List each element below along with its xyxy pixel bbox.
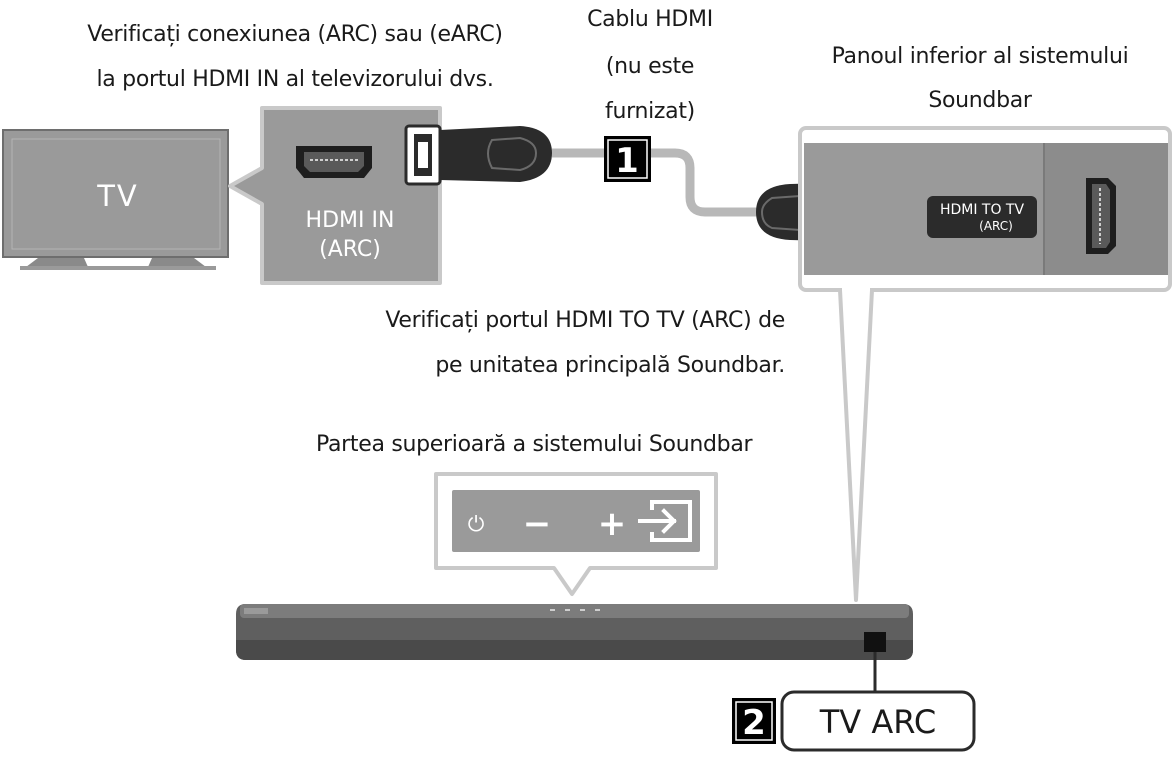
soundbar-top-buttons <box>550 609 600 611</box>
power-icon: ⏻ <box>468 512 485 536</box>
tv-arc-callout: TV ARC 2 <box>732 652 976 752</box>
bottom-panel-pointer <box>838 289 874 602</box>
tv-illustration: TV <box>2 129 229 270</box>
soundbar-illustration <box>236 604 913 660</box>
tv-check-caption-line1: Verificați conexiunea (ARC) sau (eARC) <box>87 22 503 47</box>
source-input-icon <box>638 500 692 542</box>
soundbar-display-window <box>864 632 886 652</box>
top-panel-caption: Partea superioară a sistemului Soundbar <box>316 432 753 457</box>
hdmi-to-tv-label-line1: HDMI TO TV <box>940 202 1025 218</box>
soundbar-port-caption-line1: Verificați portul HDMI TO TV (ARC) de <box>385 308 785 333</box>
tv-screen-bezel <box>11 138 221 250</box>
tv-label: TV <box>96 179 139 213</box>
tv-check-caption-line2: la portul HDMI IN al televizorului dvs. <box>96 67 494 92</box>
tv-port-callout: HDMI IN (ARC) <box>228 106 442 285</box>
bottom-panel-caption: Panoul inferior al sistemului Soundbar <box>800 40 1160 117</box>
soundbar-port-caption: Verificați portul HDMI TO TV (ARC) de pe… <box>300 304 785 382</box>
step-1-number: 1 <box>615 141 639 181</box>
soundbar-port-caption-line2: pe unitatea principală Soundbar. <box>435 353 785 378</box>
plus-icon: + <box>598 504 627 544</box>
hdmi-to-tv-label-line2: (ARC) <box>979 219 1013 233</box>
tv-stand-base <box>20 266 216 270</box>
step-1-badge: 1 <box>604 136 651 182</box>
hdmi-plug-left-icon <box>404 124 552 186</box>
bottom-panel-caption-line2: Soundbar <box>928 88 1032 113</box>
tv-stand-right <box>148 258 206 267</box>
cable-wire <box>552 148 760 217</box>
hdmi-in-label-line1: HDMI IN <box>306 208 395 233</box>
step-2-badge <box>732 698 776 744</box>
soundbar-top-edge <box>240 604 909 618</box>
soundbar-top-panel-callout: ⏻ − + <box>434 472 718 596</box>
bottom-panel-caption-line1: Panoul inferior al sistemului <box>831 44 1129 69</box>
minus-icon: − <box>523 504 552 544</box>
tv-arc-display-box <box>780 690 976 752</box>
tv-arc-text: TV ARC <box>819 703 936 741</box>
cable-caption-line2: (nu este <box>605 54 695 79</box>
step-2-number: 2 <box>742 703 766 743</box>
cable-caption-line1: Cablu HDMI <box>587 7 713 32</box>
tv-check-caption: Verificați conexiunea (ARC) sau (eARC) l… <box>55 18 535 96</box>
hdmi-in-port-icon <box>296 146 372 178</box>
cable-caption-line3: furnizat) <box>605 99 695 124</box>
hdmi-to-tv-label-plate <box>927 196 1037 238</box>
tv-stand-left <box>26 258 88 267</box>
top-panel-surface <box>452 490 700 552</box>
cable-caption: Cablu HDMI (nu este furnizat) <box>560 3 740 128</box>
soundbar-logo <box>244 608 268 614</box>
soundbar-bottom-panel-callout: HDMI TO TV (ARC) <box>798 126 1172 602</box>
tv-screen <box>2 129 229 258</box>
hdmi-to-tv-port-icon <box>1086 178 1116 254</box>
hdmi-in-label-line2: (ARC) <box>319 237 381 262</box>
